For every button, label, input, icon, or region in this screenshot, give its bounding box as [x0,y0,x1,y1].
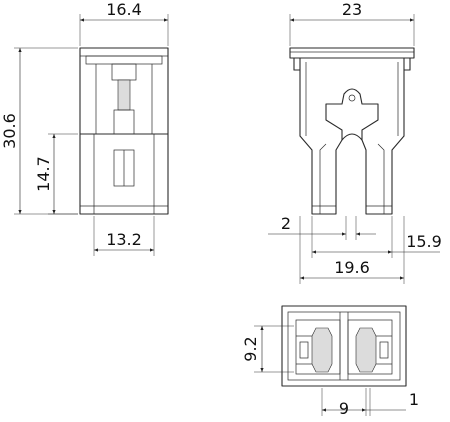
dim-top-offset: 1 [409,390,419,409]
top-view [281,305,407,387]
dim-side-bottom-width: 13.2 [106,230,142,249]
top-spacing-dimension: 9 [321,388,367,418]
front-bottom-dimension: 19.6 [299,216,405,284]
front-base-dimension: 15.9 [311,216,442,258]
top-offset-dimension: 1 [366,388,419,416]
dim-top-height: 9.2 [241,336,260,361]
front-view [289,47,415,215]
side-lower-height-dimension: 14.7 [34,133,78,215]
side-width-dimension: 16.4 [79,0,169,46]
dim-front-bottom: 19.6 [334,258,370,277]
dim-front-base: 15.9 [406,232,442,251]
dim-side-width: 16.4 [106,0,142,19]
dim-side-height: 30.6 [0,113,19,149]
side-view [79,47,169,215]
dim-side-lower-height: 14.7 [34,156,53,192]
front-width-dimension: 23 [289,0,415,46]
dim-top-spacing: 9 [339,399,349,418]
dim-front-width: 23 [342,0,362,19]
top-height-dimension: 9.2 [241,325,294,373]
side-bottom-width-dimension: 13.2 [93,216,155,256]
front-slot-dimension: 2 [268,214,376,240]
dim-front-slot: 2 [281,214,291,233]
